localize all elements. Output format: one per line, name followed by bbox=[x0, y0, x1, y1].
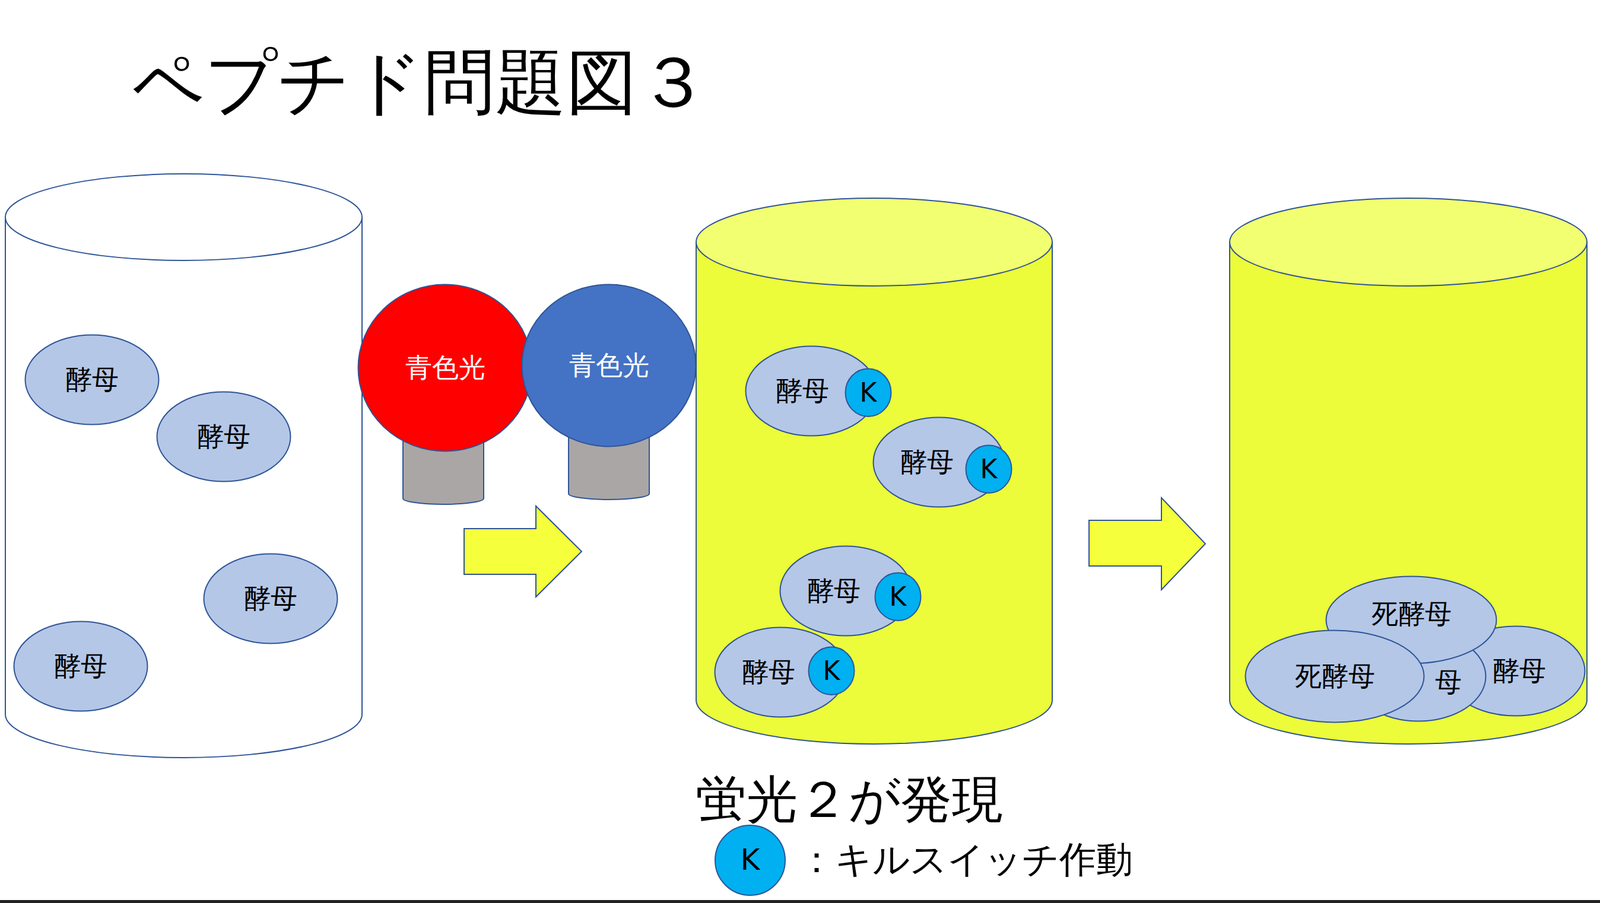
light-source: 青色光 bbox=[357, 283, 533, 453]
annotation-text: 蛍光２が発現 bbox=[695, 770, 1003, 830]
light-source-shape bbox=[522, 284, 697, 447]
title: ペプチド問題図３ bbox=[131, 41, 709, 124]
node-text: 酵母 bbox=[1492, 655, 1546, 687]
cylinder-top bbox=[5, 173, 363, 261]
node-text: K bbox=[980, 454, 998, 485]
kill-switch-marker: K bbox=[844, 367, 892, 418]
kill-switch-marker-shape bbox=[845, 369, 892, 417]
dead-yeast-cell-shape bbox=[1445, 626, 1586, 717]
title-block: ペプチド問題図３ bbox=[131, 41, 709, 124]
node-text: 酵母 bbox=[54, 651, 108, 682]
bottom-border bbox=[0, 900, 1600, 903]
node-text: 死酵母 bbox=[1294, 661, 1376, 692]
node-text: 酵母 bbox=[197, 421, 251, 453]
node-text: 酵母 bbox=[900, 446, 954, 478]
dead-yeast-cell-shape bbox=[1245, 630, 1425, 723]
node-text: K bbox=[889, 582, 907, 613]
cylinder-top bbox=[1229, 198, 1587, 287]
kill-switch-marker: K bbox=[964, 444, 1013, 494]
yeast-cell-shape bbox=[715, 627, 847, 718]
cylinder-body bbox=[5, 217, 363, 758]
node-text: 酵母 bbox=[775, 375, 830, 407]
yeast-cell-shape bbox=[14, 621, 148, 712]
legend-symbol-letter: K bbox=[740, 843, 761, 878]
node-text: 青色光 bbox=[569, 350, 650, 382]
annotation-text-block: 蛍光２が発現 bbox=[695, 770, 1003, 830]
cylinder-yellow bbox=[696, 198, 1053, 745]
legend-entry: ：キルスイッチ作動 bbox=[798, 838, 1133, 881]
yeast-cell: 酵母 bbox=[202, 553, 339, 645]
cylinder-body bbox=[1229, 242, 1587, 745]
node-text: 青色光 bbox=[405, 352, 486, 384]
yeast-cell-shape bbox=[25, 335, 160, 425]
yeast-cell-shape bbox=[157, 392, 291, 482]
yeast-cell-shape bbox=[873, 417, 1005, 508]
light-source-shape bbox=[358, 284, 533, 452]
light-source: 青色光 bbox=[521, 283, 697, 448]
cylinder-yellow bbox=[1229, 198, 1587, 745]
dead-yeast-cell-shape bbox=[1351, 632, 1487, 722]
legend-symbol-letter-block: K bbox=[714, 824, 786, 897]
block-arrow bbox=[1089, 497, 1206, 590]
node-text: 酵母 bbox=[65, 364, 119, 396]
node-text: K bbox=[859, 378, 878, 409]
cylinder-top bbox=[696, 198, 1053, 287]
dead-yeast-cell: 死酵母 bbox=[1244, 629, 1425, 724]
kill-switch-marker: K bbox=[807, 646, 856, 696]
kill-switch-marker-shape bbox=[966, 445, 1012, 494]
cylinder-white bbox=[5, 173, 363, 758]
node-text: 酵母 bbox=[243, 583, 298, 615]
node-text: 酵母 bbox=[807, 575, 861, 607]
block-arrow bbox=[464, 506, 582, 598]
node-text: 母 bbox=[1435, 667, 1462, 698]
legend-text: ：キルスイッチ作動 bbox=[798, 838, 1133, 881]
node-text: K bbox=[823, 656, 841, 687]
yeast-cell: 酵母 bbox=[156, 391, 292, 483]
yeast-cell: 酵母 bbox=[24, 334, 160, 426]
kill-switch-marker: K bbox=[874, 572, 922, 622]
node-text: 酵母 bbox=[741, 656, 796, 688]
yeast-cell: 酵母 bbox=[13, 620, 149, 713]
node-text: 死酵母 bbox=[1371, 598, 1452, 630]
kill-switch-marker-shape bbox=[875, 573, 922, 621]
yeast-cell-shape bbox=[780, 546, 912, 637]
kill-switch-marker-shape bbox=[808, 647, 855, 695]
cylinder-body bbox=[696, 242, 1053, 745]
yeast-cell-shape bbox=[204, 554, 338, 644]
